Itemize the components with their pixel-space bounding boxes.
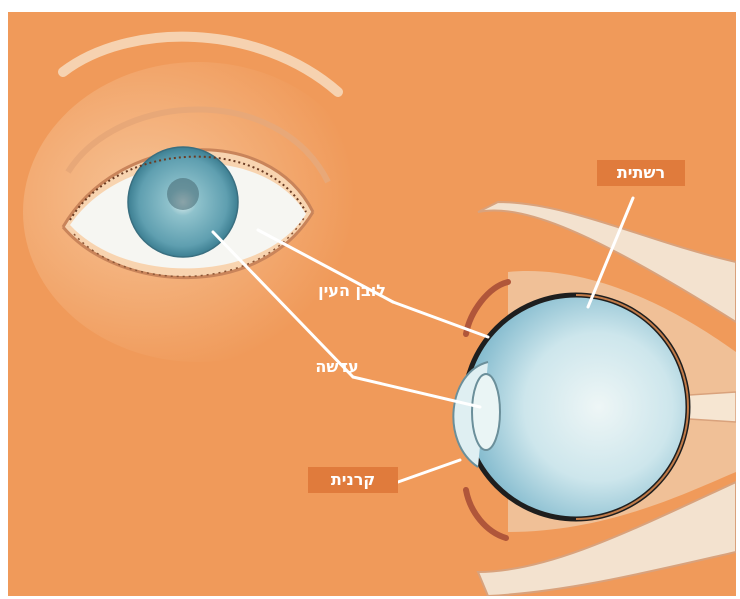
- label-sclera: לובן העין: [308, 278, 396, 304]
- pupil: [167, 178, 199, 210]
- label-cornea: קרנית: [308, 467, 398, 493]
- eye-illustration: [8, 12, 736, 596]
- label-lens: עדשה: [305, 354, 369, 380]
- label-retina: רשתית: [597, 160, 685, 186]
- lens-shape: [472, 374, 500, 450]
